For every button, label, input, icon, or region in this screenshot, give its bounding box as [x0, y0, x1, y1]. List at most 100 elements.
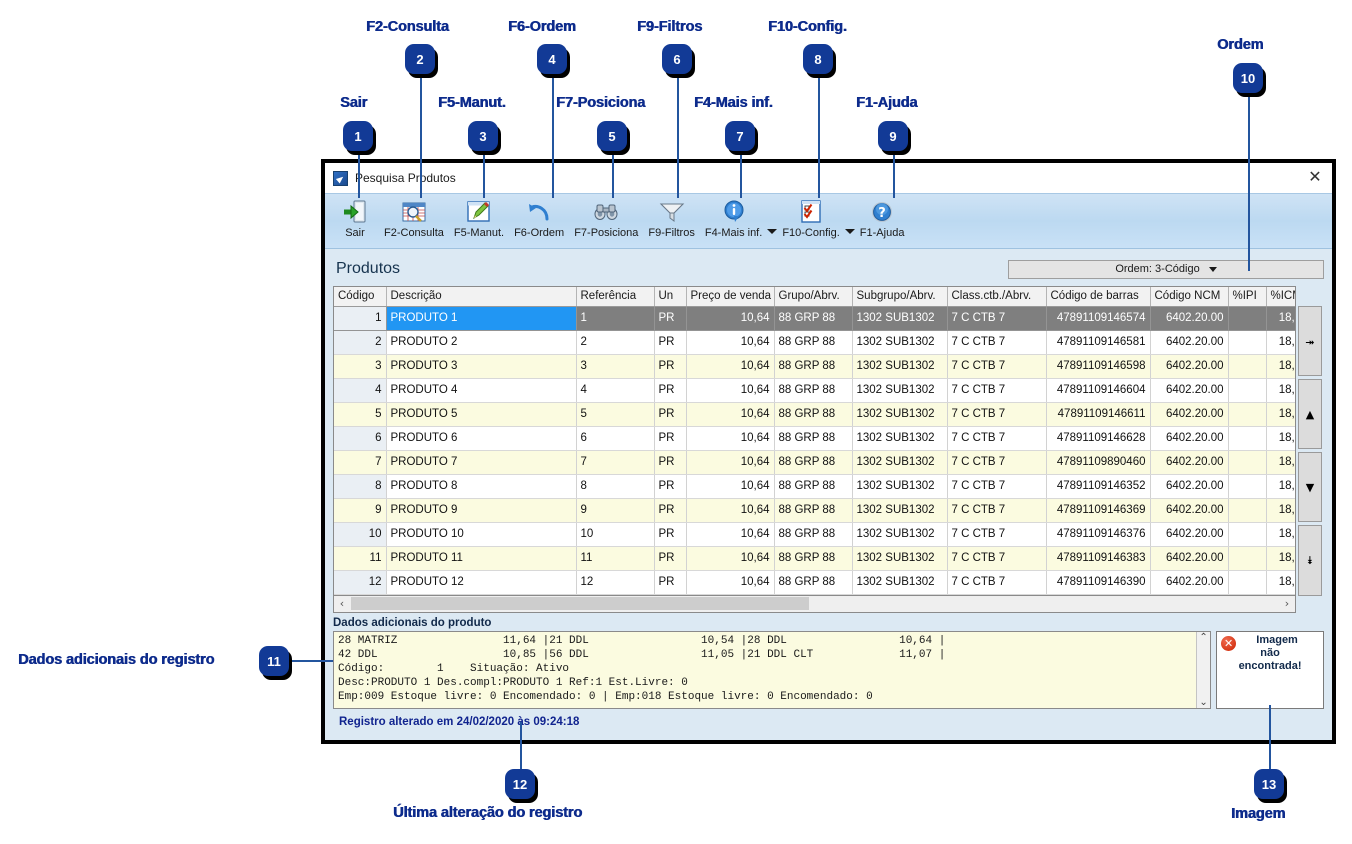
hscroll-thumb[interactable] [351, 596, 809, 610]
annotation-label-1: Sair [340, 95, 368, 111]
column-header-descricao[interactable]: Descrição [386, 287, 577, 307]
toolbar-button-posiciona[interactable]: F7-Posiciona [569, 197, 643, 249]
order-selector[interactable]: Ordem: 3-Código [1008, 259, 1324, 279]
cell-classctb: 7 C CTB 7 [947, 450, 1047, 475]
toolbar-button-sair[interactable]: Sair [331, 197, 379, 249]
annotation-label-6: F9-Filtros [637, 19, 703, 35]
column-header-ipi[interactable]: %IPI [1228, 287, 1267, 307]
column-header-barras[interactable]: Código de barras [1046, 287, 1151, 307]
cell-ref: 12 [576, 570, 655, 595]
cell-ipi [1228, 450, 1267, 475]
close-icon[interactable]: ✕ [1308, 167, 1322, 186]
toolbar-button-manut[interactable]: F5-Manut. [449, 197, 509, 249]
column-header-codigo[interactable]: Código [334, 287, 387, 307]
cell-barras: 47891109146574 [1046, 306, 1151, 331]
cell-un: PR [654, 378, 687, 403]
details-vertical-scrollbar[interactable]: ⌃ ⌄ [1196, 631, 1211, 708]
dropdown-caret-mais-inf[interactable] [767, 229, 778, 234]
annotation-label-7: F4-Mais inf. [694, 95, 773, 111]
cell-grupo: 88 GRP 88 [774, 330, 853, 355]
toolbar-button-mais-inf[interactable]: F4-Mais inf. [700, 197, 767, 249]
cell-preco: 10,64 [686, 306, 775, 331]
column-header-preco[interactable]: Preço de venda [686, 287, 775, 307]
leader-line-2 [420, 74, 422, 198]
edit-pencil-icon [466, 198, 492, 226]
cell-descricao: PRODUTO 7 [386, 450, 577, 475]
prev-record-button[interactable]: ▲ [1298, 379, 1322, 450]
scroll-left-icon[interactable]: ‹ [339, 597, 345, 610]
cell-descricao: PRODUTO 3 [386, 354, 577, 379]
column-header-grupo[interactable]: Grupo/Abrv. [774, 287, 853, 307]
cell-classctb: 7 C CTB 7 [947, 402, 1047, 427]
cell-grupo: 88 GRP 88 [774, 522, 853, 547]
column-header-classctb[interactable]: Class.ctb./Abrv. [947, 287, 1047, 307]
additional-data-box: 28 MATRIZ 11,64 |21 DDL 10,54 |28 DDL 10… [333, 630, 1212, 709]
additional-data-text: 28 MATRIZ 11,64 |21 DDL 10,54 |28 DDL 10… [338, 634, 946, 704]
leader-line-10 [1248, 93, 1250, 271]
toolbar-button-consulta[interactable]: F2-Consulta [379, 197, 449, 249]
undo-arrow-icon [526, 198, 552, 226]
dropdown-caret-config[interactable] [844, 229, 855, 234]
cell-ref: 7 [576, 450, 655, 475]
column-header-icms[interactable]: %ICMS [1266, 287, 1295, 307]
column-header-ncm[interactable]: Código NCM [1150, 287, 1229, 307]
next-record-button[interactable]: ▼ [1298, 452, 1322, 523]
last-record-button[interactable]: ⯯ [1298, 525, 1322, 596]
cell-un: PR [654, 546, 687, 571]
info-balloon-icon [721, 198, 747, 226]
toolbar-label-consulta: F2-Consulta [384, 227, 444, 239]
details-label: Dados adicionais do produto [333, 616, 492, 629]
cell-ncm: 6402.20.00 [1150, 522, 1229, 547]
toolbar-button-config[interactable]: F10-Config. [777, 197, 844, 249]
cell-icms: 18,00 [1266, 306, 1295, 331]
cell-icms: 18,00 [1266, 522, 1295, 547]
cell-un: PR [654, 354, 687, 379]
cell-ncm: 6402.20.00 [1150, 330, 1229, 355]
leader-line-13 [1269, 705, 1271, 769]
column-header-un[interactable]: Un [654, 287, 687, 307]
cell-barras: 47891109146369 [1046, 498, 1151, 523]
cell-classctb: 7 C CTB 7 [947, 330, 1047, 355]
cell-grupo: 88 GRP 88 [774, 450, 853, 475]
scroll-down-icon[interactable]: ⌄ [1199, 696, 1208, 708]
toolbar-button-ordem[interactable]: F6-Ordem [509, 197, 569, 249]
cell-ref: 3 [576, 354, 655, 379]
cell-descricao: PRODUTO 4 [386, 378, 577, 403]
cell-preco: 10,64 [686, 354, 775, 379]
cell-un: PR [654, 402, 687, 427]
toolbar-button-ajuda[interactable]: ?F1-Ajuda [855, 197, 910, 249]
cell-barras: 47891109146383 [1046, 546, 1151, 571]
annotation-badge-9: 9 [878, 121, 908, 151]
cell-preco: 10,64 [686, 570, 775, 595]
annotation-badge-7: 7 [725, 121, 755, 151]
column-header-subgrupo[interactable]: Subgrupo/Abrv. [852, 287, 948, 307]
toolbar-button-filtros[interactable]: F9-Filtros [643, 197, 699, 249]
toolbar-label-sair: Sair [345, 227, 365, 239]
scroll-right-icon[interactable]: › [1284, 597, 1290, 610]
cell-classctb: 7 C CTB 7 [947, 426, 1047, 451]
scroll-up-icon[interactable]: ⌃ [1199, 631, 1208, 643]
column-header-ref[interactable]: Referência [576, 287, 655, 307]
annotation-label-4: F6-Ordem [508, 19, 576, 35]
cell-codigo: 6 [334, 426, 387, 451]
grid-horizontal-scrollbar[interactable]: ‹ › [333, 595, 1296, 613]
cell-icms: 18,00 [1266, 498, 1295, 523]
annotation-badge-4: 4 [537, 44, 567, 74]
annotation-badge-1: 1 [343, 121, 373, 151]
first-record-button[interactable]: ⯮ [1298, 306, 1322, 377]
annotation-badge-6: 6 [662, 44, 692, 74]
